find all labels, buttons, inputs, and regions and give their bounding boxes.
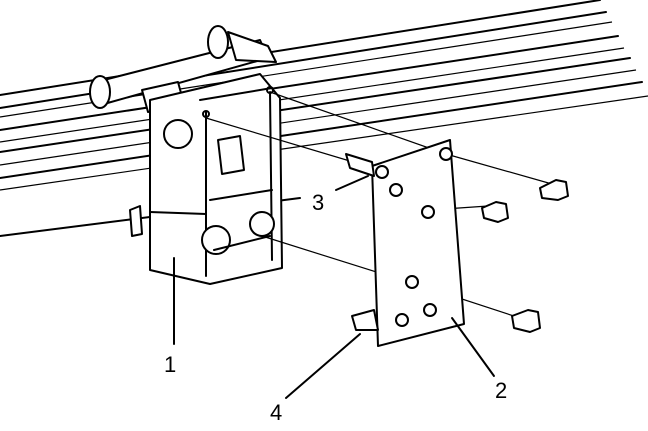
callout-label-2: 2: [495, 378, 507, 403]
mounting-plate: [345, 139, 465, 347]
callout-leaders: [173, 175, 495, 399]
callout-label-1: 1: [164, 352, 176, 377]
screws: [481, 179, 569, 333]
callout-label-4: 4: [270, 400, 282, 425]
callout-label-3: 3: [312, 190, 324, 215]
bracket-body: [129, 73, 283, 285]
